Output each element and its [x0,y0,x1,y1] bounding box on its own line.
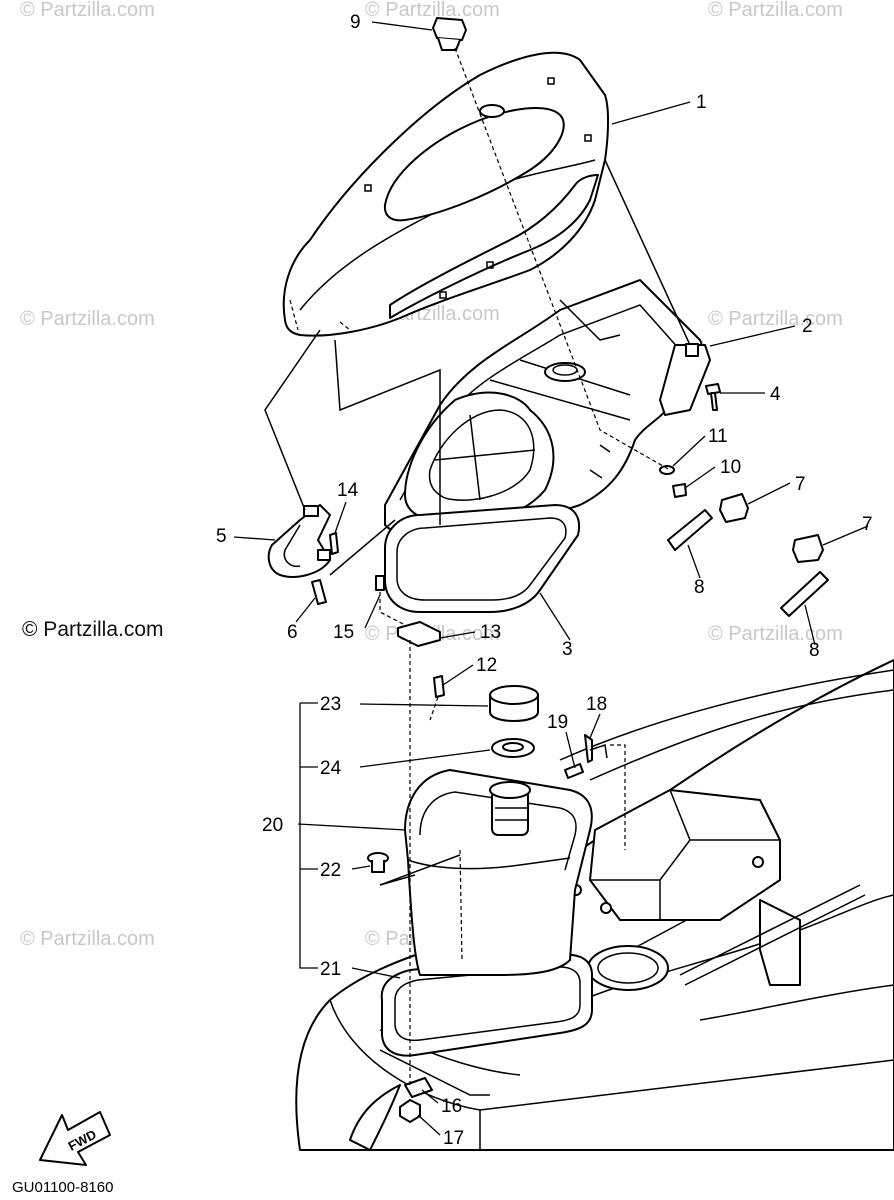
watermark-prominent: © Partzilla.com [22,618,164,641]
part-1-upper-cover [282,51,610,337]
callout-12: 12 [476,655,497,676]
hull-body [295,659,894,1151]
part-3-seal [384,504,580,613]
callout-8: 8 [694,577,705,598]
watermark: © Partzilla.com [20,928,155,950]
part-5-bracket [267,504,331,578]
part-21-gasket [380,953,593,1057]
part-7-pads [719,493,824,563]
callout-3: 3 [562,639,573,660]
part-4-bolt [705,383,721,411]
callout-7: 7 [795,474,806,495]
callout-7: 7 [862,514,873,535]
callout-19: 19 [547,712,568,733]
callout-18: 18 [586,694,607,715]
callout-13: 13 [480,622,501,643]
diagram-code: GU01100-8160 [12,1179,113,1196]
assembly-lines [264,47,691,1085]
callout-23: 23 [320,694,341,715]
part-6-bolt [311,579,327,605]
part-24-ring [491,738,535,758]
fwd-arrow-icon: FWD [39,1111,111,1166]
part-14-bolt [329,532,339,555]
part-9-knob [432,17,467,51]
part-12-13-15-fasteners [375,575,445,698]
callout-20: 20 [262,815,283,836]
callout-2: 2 [802,316,813,337]
part-2-hatch-frame [384,279,711,545]
part-23-cap [489,685,539,722]
callout-4: 4 [770,384,781,405]
watermark: © Partzilla.com [708,0,843,21]
part-10-11-fasteners [659,465,687,498]
callout-21: 21 [320,959,341,980]
callout-24: 24 [320,758,342,779]
watermark: © Partzilla.com [20,0,155,21]
callout-17: 17 [443,1128,464,1149]
watermark: © Partzilla.com [708,623,843,645]
callout-15: 15 [333,622,354,643]
callout-5: 5 [216,526,227,547]
callout-16: 16 [441,1096,462,1117]
watermark: © Partzilla.com [708,308,843,330]
part-20-storage-compartment [404,769,593,976]
callouts: 9 1 2 4 11 10 7 7 8 8 14 5 6 15 13 12 3 … [216,12,873,1149]
watermark: © Partzilla.com [365,0,500,21]
callout-6: 6 [287,622,298,643]
part-22-plug [367,852,389,873]
watermark: © Partzilla.com [20,308,155,330]
callout-10: 10 [720,457,741,478]
part-8-strips [667,509,829,617]
callout-22: 22 [320,860,341,881]
callout-8: 8 [809,640,820,661]
callout-11: 11 [708,426,728,447]
leader-lines [233,21,869,1136]
callout-1: 1 [696,92,707,113]
callout-14: 14 [337,480,359,501]
part-18-19-bracket [564,734,608,779]
callout-9: 9 [350,12,361,33]
